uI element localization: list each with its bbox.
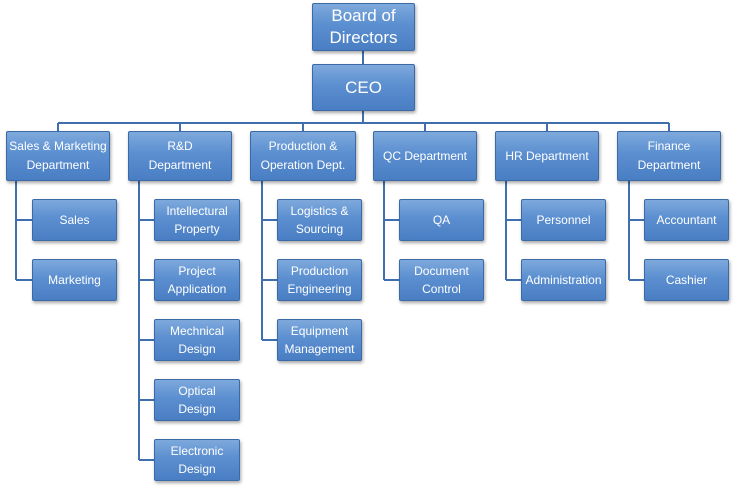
dept-sales-marketing: Sales & Marketing Department	[6, 131, 110, 181]
node-accountant: Accountant	[644, 199, 729, 241]
node-document-control: Document Control	[399, 259, 484, 301]
dept-hr: HR Department	[495, 131, 599, 181]
node-equipment-management: Equipment Management	[277, 319, 362, 361]
node-personnel: Personnel	[521, 199, 606, 241]
node-optical-design: Optical Design	[154, 379, 240, 421]
dept-qc: QC Department	[373, 131, 477, 181]
node-logistics-sourcing: Logistics & Sourcing	[277, 199, 362, 241]
dept-finance: Finance Department	[617, 131, 721, 181]
node-mechnical-design: Mechnical Design	[154, 319, 240, 361]
node-administration: Administration	[521, 259, 606, 301]
ceo-box: CEO	[312, 64, 415, 111]
node-marketing: Marketing	[32, 259, 117, 301]
node-qa: QA	[399, 199, 484, 241]
node-sales: Sales	[32, 199, 117, 241]
node-cashier: Cashier	[644, 259, 729, 301]
node-production-engineering: Production Engineering	[277, 259, 362, 301]
dept-production-operation: Production & Operation Dept.	[250, 131, 356, 181]
board-of-directors-box: Board of Directors	[312, 3, 415, 51]
node-electronic-design: Electronic Design	[154, 439, 240, 481]
node-project-application: Project Application	[154, 259, 240, 301]
node-intellectural-property: Intellectural Property	[154, 199, 240, 241]
dept-rnd: R&D Department	[128, 131, 232, 181]
